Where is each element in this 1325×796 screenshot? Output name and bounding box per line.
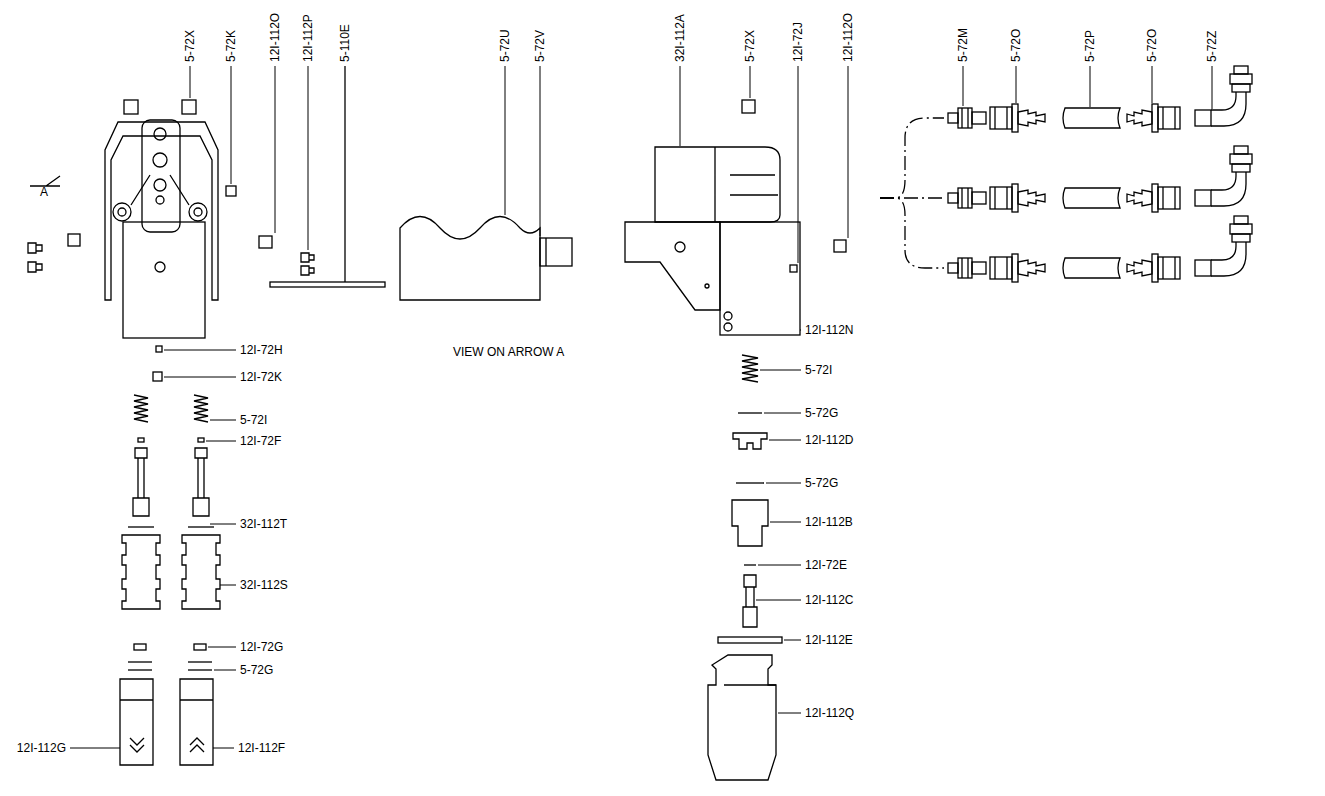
callout-number: 5-72G xyxy=(240,663,273,677)
callout-number: 5-72O xyxy=(1145,29,1159,62)
callout-number: A xyxy=(40,185,48,199)
callout-number: 32I-112S xyxy=(240,578,288,592)
callout-number: 5-72M xyxy=(956,28,970,62)
callout-number: 5-110E xyxy=(338,24,352,62)
callout-number: VIEW ON ARROW A xyxy=(453,345,564,359)
callout-number: 5-72V xyxy=(533,30,547,62)
callout-number: 12I-112O xyxy=(841,13,855,62)
callout-number: 5-72G xyxy=(805,406,838,420)
callout-number: 5-72X xyxy=(183,30,197,62)
callout-number: 5-72I xyxy=(240,413,267,427)
callout-number: 12I-112B xyxy=(805,515,853,529)
callout-number: 12I-72J xyxy=(791,22,805,62)
callout-number: 12I-72G xyxy=(240,640,283,654)
callout-number: 12I-112E xyxy=(805,633,853,647)
callout-number: 12I-72K xyxy=(240,370,282,384)
callout-number: 5-72O xyxy=(1009,29,1023,62)
callout-number: 5-72U xyxy=(498,29,512,62)
callout-number: 5-72P xyxy=(1083,30,1097,62)
callout-number: 12I-112Q xyxy=(805,706,854,720)
callout-number: 12I-112O xyxy=(268,13,282,62)
callout-number: 5-72I xyxy=(805,363,832,377)
callout-number: 12I-112G xyxy=(17,741,66,755)
callout-number: 12I-112C xyxy=(805,593,853,607)
callout-number: 32I-112A xyxy=(673,14,687,62)
callout-number: 12I-72F xyxy=(240,434,281,448)
callout-number: 12I-112P xyxy=(301,14,315,62)
callout-number: 32I-112T xyxy=(240,517,287,531)
callout-number: 12I-72H xyxy=(240,343,283,357)
callout-number: 5-72Z xyxy=(1205,31,1219,62)
callout-number: 5-72X xyxy=(743,30,757,62)
callout-number: 5-72G xyxy=(805,476,838,490)
callout-number: 12I-112F xyxy=(238,741,285,755)
callout-number: 5-72K xyxy=(224,30,238,62)
callout-number: 12I-112D xyxy=(805,433,853,447)
callout-number: 12I-112N xyxy=(805,323,853,337)
callout-number: 12I-72E xyxy=(805,558,847,572)
